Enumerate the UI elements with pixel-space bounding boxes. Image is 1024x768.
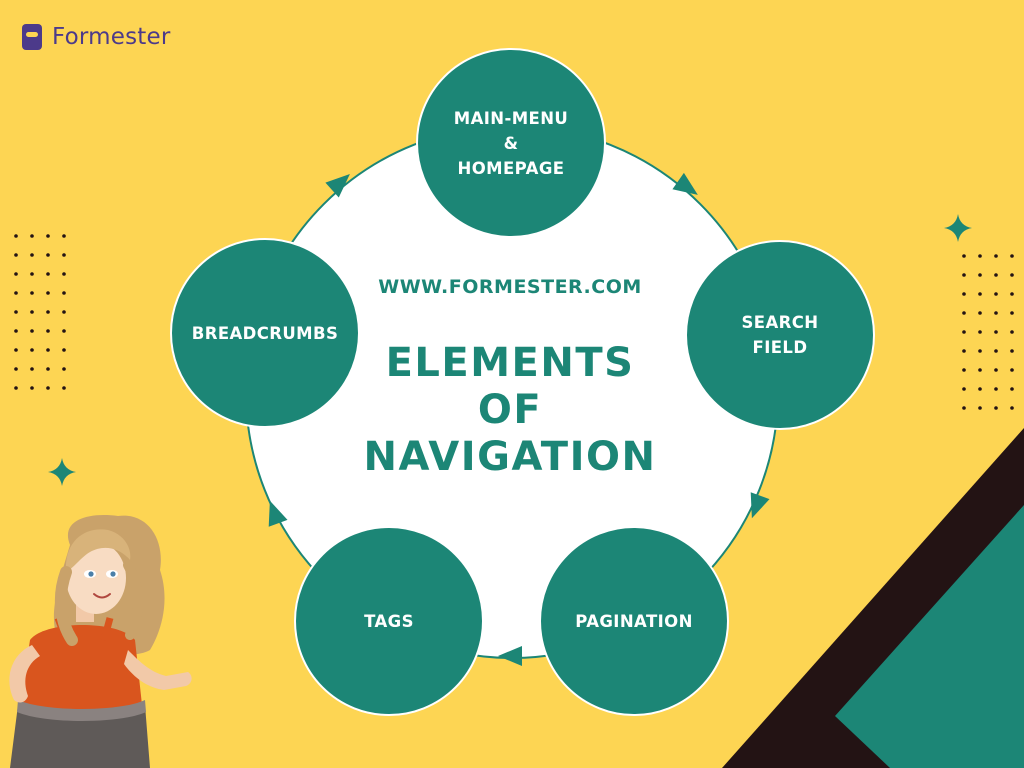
website-url: WWW.FORMESTER.COM [378, 276, 642, 298]
cycle-arrow-icon-1 [672, 172, 698, 195]
diagram-title-text: ELEMENTS OF NAVIGATION [363, 340, 657, 480]
dot-grid-right [962, 254, 1014, 410]
node-label: PAGINATION [575, 611, 693, 631]
brand-name: Formester [52, 24, 171, 50]
node-label: MAIN-MENU & HOMEPAGE [453, 108, 569, 178]
diagram-title: ELEMENTS OF NAVIGATION [320, 340, 700, 481]
node-search-field: SEARCH FIELD [685, 240, 875, 430]
node-label: TAGS [364, 611, 414, 631]
brand: Formester [22, 24, 171, 50]
formester-logo-icon [22, 24, 42, 50]
cycle-arrow-icon-3 [498, 646, 522, 666]
cycle-arrow-icon-4 [268, 500, 288, 527]
cycle-arrow-icon-2 [750, 492, 770, 519]
cycle-arrow-icon-5 [325, 173, 350, 198]
corner-panel-teal [835, 505, 1024, 768]
sparkle-icon-left [48, 458, 76, 486]
node-breadcrumbs: BREADCRUMBS [170, 238, 360, 428]
dot-grid-left [14, 234, 66, 390]
node-tags: TAGS [294, 526, 484, 716]
sparkle-icon-right [944, 214, 972, 242]
node-pagination: PAGINATION [539, 526, 729, 716]
node-label: BREADCRUMBS [191, 323, 339, 343]
presenter-illustration [9, 515, 192, 768]
node-label: SEARCH FIELD [741, 313, 819, 357]
node-main-menu-homepage: MAIN-MENU & HOMEPAGE [416, 48, 606, 238]
